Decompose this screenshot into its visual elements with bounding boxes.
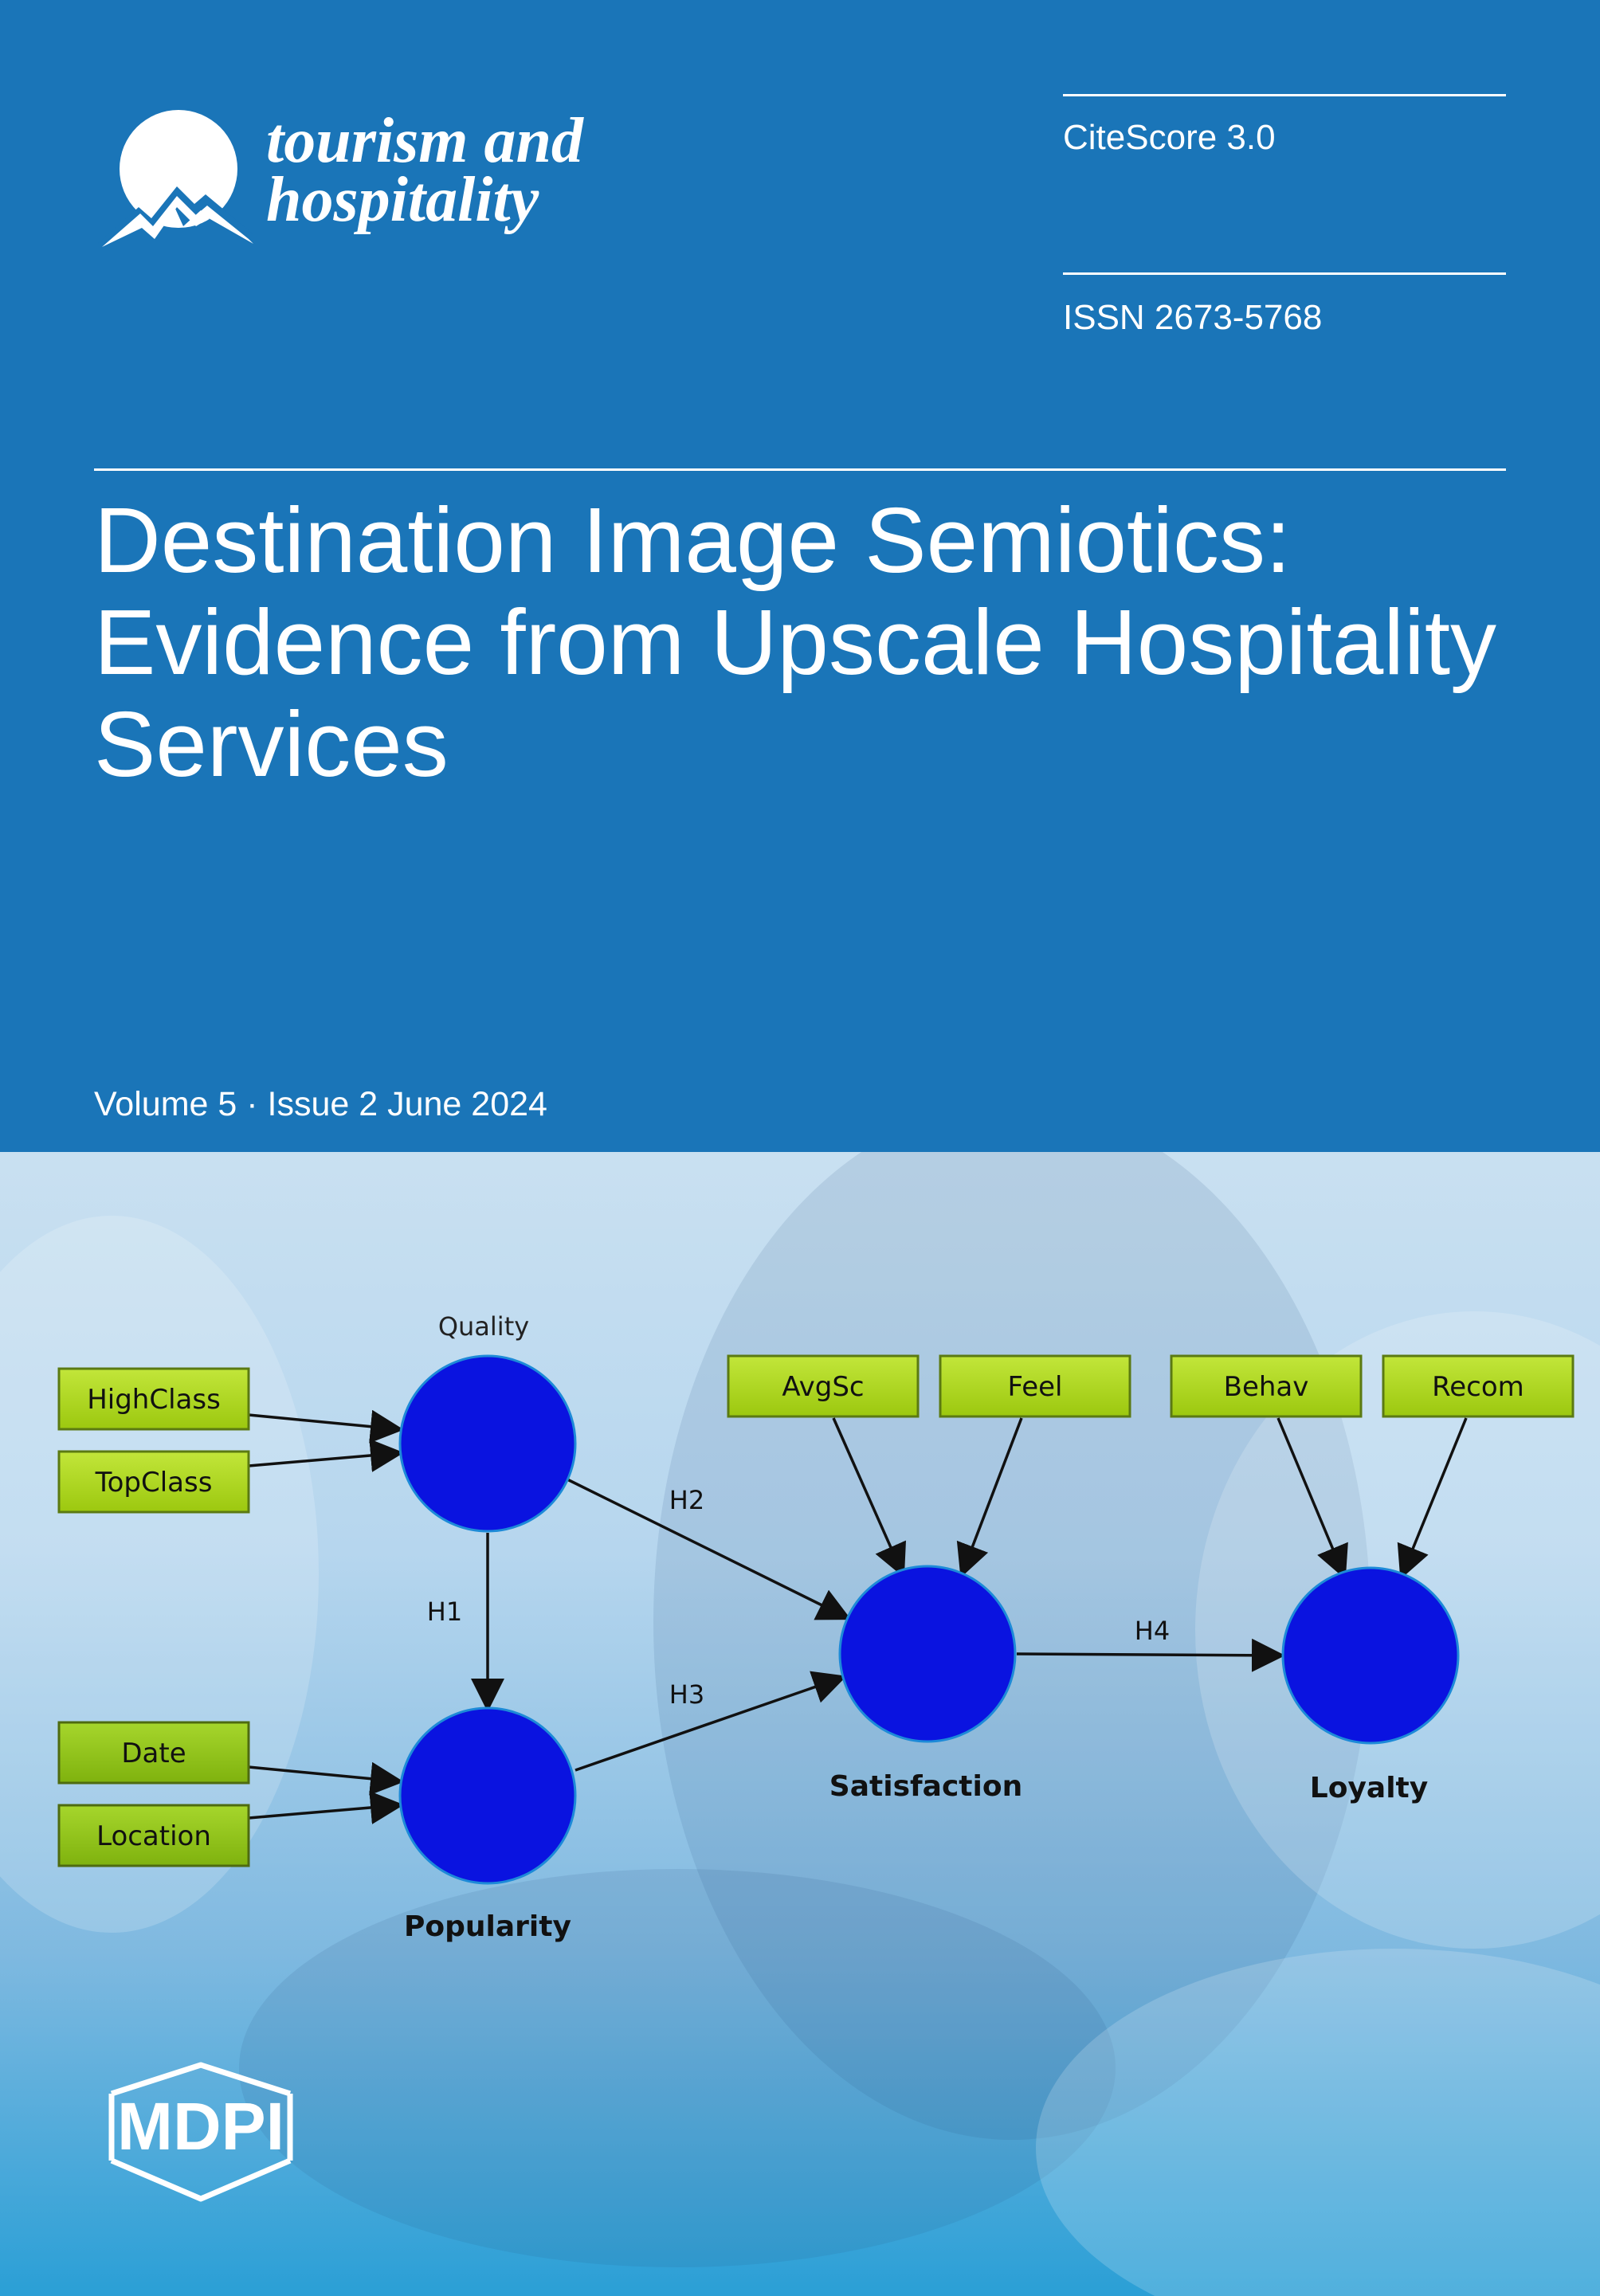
indicator-label-feel: Feel: [1008, 1371, 1063, 1403]
path-label-h1: H1: [427, 1597, 462, 1627]
mdpi-logo-text: MDPI: [117, 2089, 284, 2164]
indicator-label-avgsc: AvgSc: [782, 1371, 864, 1403]
indicator-label-topclass: TopClass: [95, 1467, 213, 1499]
construct-label-quality: Quality: [438, 1311, 529, 1342]
rule-middle-right: [1063, 272, 1506, 275]
journal-name: tourism and hospitality: [266, 109, 583, 235]
journal-logo-icon: [97, 110, 253, 247]
arrow-location-popularity: [248, 1791, 404, 1824]
indicator-date: Date: [57, 1721, 250, 1785]
volume-issue: Volume 5 · Issue 2 June 2024: [94, 1085, 547, 1123]
arrow-avgsc-satisfaction: [832, 1417, 907, 1578]
indicator-feel: Feel: [939, 1354, 1131, 1418]
path-label-h3: H3: [669, 1679, 704, 1710]
journal-name-line-2: hospitality: [266, 165, 539, 235]
rule-title: [94, 468, 1506, 471]
journal-name-line-1: tourism and: [266, 106, 583, 176]
indicator-avgsc: AvgSc: [727, 1354, 920, 1418]
arrow-h3: [575, 1671, 847, 1772]
construct-loyalty: Loyalty: [1281, 1566, 1460, 1804]
article-title: Destination Image Semiotics: Evidence fr…: [94, 488, 1497, 796]
arrow-feel-satisfaction: [956, 1417, 1023, 1578]
indicator-label-highclass: HighClass: [87, 1384, 221, 1416]
issn: ISSN 2673-5768: [1063, 298, 1323, 337]
construct-popularity: Popularity: [398, 1706, 577, 1943]
indicator-label-recom: Recom: [1432, 1371, 1524, 1403]
indicator-label-behav: Behav: [1224, 1371, 1309, 1403]
indicator-recom: Recom: [1382, 1354, 1575, 1418]
citescore: CiteScore 3.0: [1063, 118, 1276, 157]
path-model-diagram: Quality Popularity Satisfaction Loyalty …: [57, 1311, 1575, 1943]
arrow-topclass-quality: [248, 1439, 404, 1472]
indicator-location: Location: [57, 1804, 250, 1867]
path-label-h2: H2: [669, 1485, 704, 1515]
indicator-label-date: Date: [121, 1738, 186, 1769]
mdpi-logo-icon: MDPI: [108, 2062, 293, 2202]
arrow-h2: [565, 1477, 852, 1620]
indicator-label-location: Location: [96, 1820, 211, 1852]
indicator-behav: Behav: [1170, 1354, 1363, 1418]
arrow-date-popularity: [248, 1761, 404, 1796]
indicator-highclass: HighClass: [57, 1367, 250, 1431]
cover-header: [0, 0, 1600, 1152]
construct-quality: Quality: [398, 1311, 577, 1533]
path-label-h4: H4: [1135, 1616, 1170, 1646]
arrow-recom-loyalty: [1397, 1417, 1468, 1580]
arrow-h4: [1016, 1638, 1285, 1672]
arrow-highclass-quality: [248, 1409, 404, 1444]
construct-satisfaction: Satisfaction: [829, 1565, 1022, 1803]
construct-label-loyalty: Loyalty: [1310, 1772, 1428, 1804]
construct-label-popularity: Popularity: [404, 1910, 571, 1943]
rule-top-right: [1063, 94, 1506, 96]
indicator-topclass: TopClass: [57, 1450, 250, 1514]
construct-label-satisfaction: Satisfaction: [829, 1770, 1022, 1803]
arrow-behav-loyalty: [1276, 1417, 1348, 1580]
